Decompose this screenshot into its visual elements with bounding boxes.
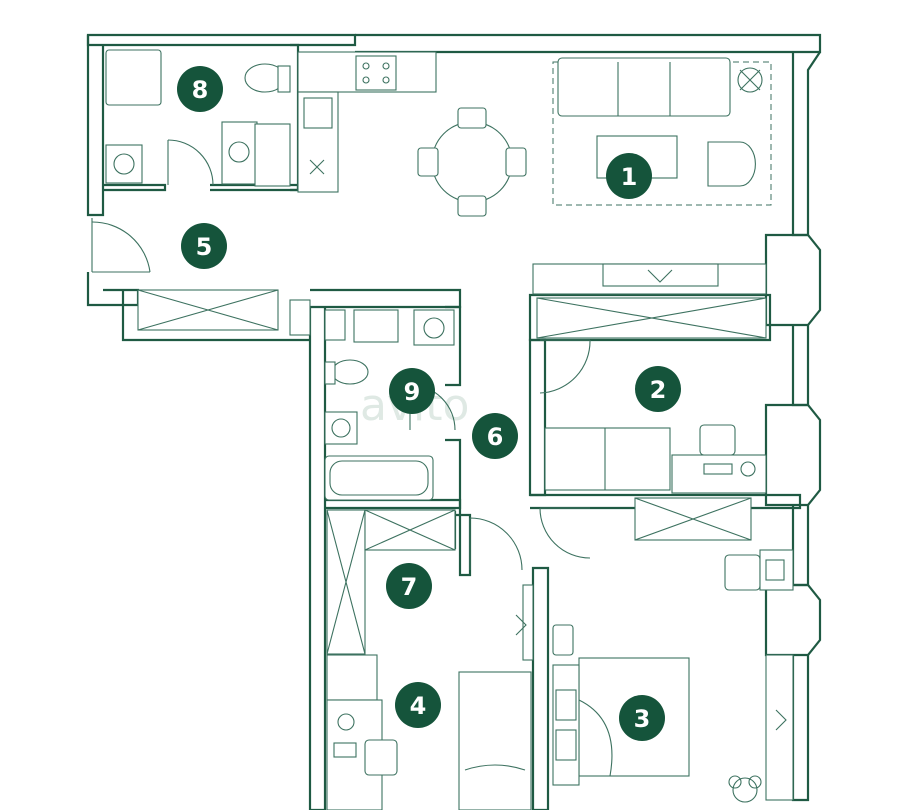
room-marker-7: 7 bbox=[386, 563, 432, 609]
hallway-wardrobe bbox=[137, 289, 311, 336]
dining-table bbox=[417, 107, 527, 217]
bathroom-8-fixtures bbox=[105, 49, 291, 187]
svg-text:3: 3 bbox=[634, 705, 651, 733]
kitchen-counter bbox=[297, 51, 437, 193]
svg-text:7: 7 bbox=[401, 573, 418, 601]
room-marker-1: 1 bbox=[606, 153, 652, 199]
svg-text:2: 2 bbox=[650, 376, 667, 404]
room-marker-6: 6 bbox=[472, 413, 518, 459]
room-marker-5: 5 bbox=[181, 223, 227, 269]
svg-text:8: 8 bbox=[192, 76, 209, 104]
room-marker-4: 4 bbox=[395, 682, 441, 728]
room-3-furniture bbox=[552, 497, 794, 803]
room-7-closet bbox=[326, 509, 534, 661]
doors bbox=[91, 139, 591, 571]
svg-text:6: 6 bbox=[487, 423, 504, 451]
living-area bbox=[552, 57, 772, 206]
room-marker-3: 3 bbox=[619, 695, 665, 741]
svg-text:1: 1 bbox=[621, 163, 638, 191]
room-marker-8: 8 bbox=[177, 66, 223, 112]
room-2-furniture bbox=[532, 263, 767, 494]
svg-text:9: 9 bbox=[404, 378, 421, 406]
room-marker-2: 2 bbox=[635, 366, 681, 412]
svg-text:5: 5 bbox=[196, 233, 213, 261]
svg-text:4: 4 bbox=[410, 692, 427, 720]
room-4-furniture bbox=[326, 654, 532, 810]
bathroom-9-fixtures bbox=[324, 309, 455, 501]
room-marker-9: 9 bbox=[389, 368, 435, 414]
